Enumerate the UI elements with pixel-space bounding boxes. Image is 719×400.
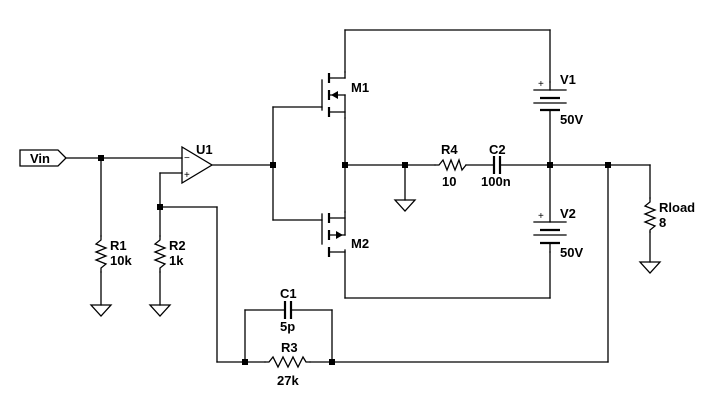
ground-symbol-output [393,199,417,212]
r2-value-label: 1k [169,253,184,268]
opamp-u1[interactable]: − + U1 [181,142,214,185]
r4-ref-label: R4 [441,142,458,157]
resistor-r1[interactable]: R1 10k [94,235,132,273]
resistor-rload[interactable]: Rload 8 [643,197,695,233]
r1-value-label: 10k [110,253,132,268]
junction-dot [242,359,248,365]
junction-dot [157,204,163,210]
c1-ref-label: C1 [280,286,297,301]
r4-value-label: 10 [442,174,456,189]
r3-ref-label: R3 [281,340,298,355]
opamp-ref-label: U1 [196,142,213,157]
v1-value-label: 50V [560,112,583,127]
v1-plus-sign: + [538,79,544,90]
junction-dot [329,359,335,365]
mosfet-m1[interactable]: M1 [321,71,369,119]
capacitor-c2[interactable]: C2 100n [481,142,511,189]
rload-value-label: 8 [659,215,666,230]
resistor-r2[interactable]: R2 1k [153,235,186,273]
rload-ref-label: Rload [659,200,695,215]
ground-symbol-r2 [148,304,172,317]
m1-ref-label: M1 [351,80,369,95]
v2-plus-sign: + [538,211,544,222]
junctions [98,155,611,365]
junction-dot [605,162,611,168]
vin-port[interactable]: Vin [19,149,67,167]
resistor-r4[interactable]: R4 10 [434,142,467,189]
opamp-minus-sign: − [184,153,190,164]
ground-symbol-r1 [89,304,113,317]
vin-port-label: Vin [30,151,50,166]
r2-ref-label: R2 [169,238,186,253]
capacitor-c1[interactable]: C1 5p [280,286,297,334]
opamp-plus-sign: + [184,170,190,181]
r3-value-label: 27k [277,373,299,388]
voltage-source-v2[interactable]: + V2 50V [533,206,583,260]
junction-dot [98,155,104,161]
resistor-r3[interactable]: R3 27k [264,340,311,388]
c2-value-label: 100n [481,174,511,189]
mosfet-m2[interactable]: M2 [321,211,369,257]
junction-dot [270,162,276,168]
junction-dot [342,162,348,168]
ground-symbol-rload [638,261,662,274]
v2-value-label: 50V [560,245,583,260]
v1-ref-label: V1 [560,72,576,87]
voltage-source-v1[interactable]: + V1 50V [533,72,583,127]
junction-dot [547,162,553,168]
c1-value-label: 5p [280,319,295,334]
r1-ref-label: R1 [110,238,127,253]
m2-ref-label: M2 [351,236,369,251]
v2-ref-label: V2 [560,206,576,221]
junction-dot [402,162,408,168]
c2-ref-label: C2 [489,142,506,157]
